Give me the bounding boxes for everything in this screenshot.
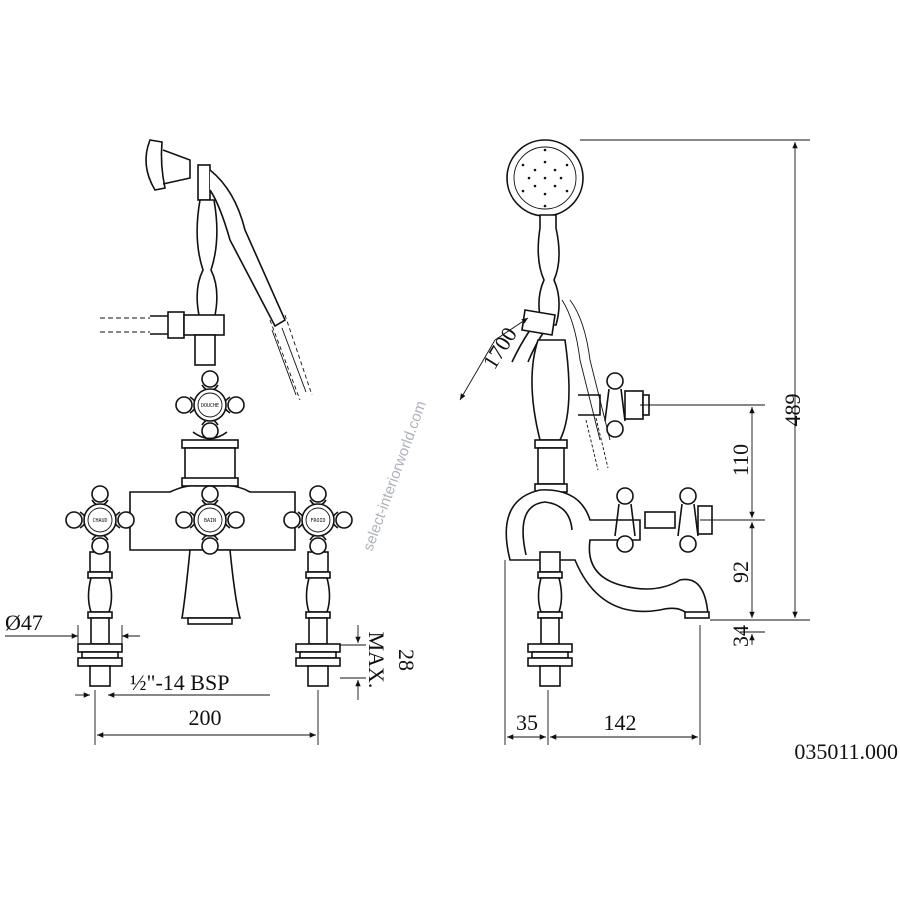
product-code: 035011.000 [794,739,898,764]
spout-reach-label: 142 [604,710,637,735]
side-lower-knob-1 [614,487,636,553]
shower-handle [209,169,287,328]
dimension-diameter: Ø47 [5,610,140,645]
chaud-knob: CHAUD [65,485,135,555]
spout [181,549,242,619]
front-view: DOUCHE CHAUD BAIN FROID Ø47 [5,139,419,745]
diameter-label: Ø47 [5,610,43,635]
dimension-thread: ½"-14 BSP [75,670,270,698]
thread-label: ½"-14 BSP [130,670,229,695]
shower-head [145,139,166,191]
watermark: select-interiorworld.com [360,399,430,554]
dimension-hose-length: 1700 [459,317,529,401]
side-spout [505,489,709,616]
dimension-reach: 35 142 [504,560,701,745]
spout-height-label: 34 [728,625,753,647]
froid-knob: FROID [283,485,353,555]
knob-label-chaud: CHAUD [92,518,107,524]
knob-label-bain: BAIN [204,518,216,524]
dimension-heights: 489 110 92 34 [580,139,810,647]
max-value: 28 [394,649,419,671]
base-offset-label: 35 [516,710,538,735]
upper-height-label: 110 [728,444,753,476]
hose-length-label: 1700 [477,323,522,374]
knob-label-froid: FROID [310,518,325,524]
side-view: 1700 489 110 92 34 [459,139,810,745]
dimension-width: 200 [94,690,319,745]
total-height-label: 489 [780,394,805,427]
knob-label-douche: DOUCHE [201,403,219,409]
bain-knob: BAIN [175,485,245,555]
width-label: 200 [189,705,222,730]
middle-height-label: 92 [728,561,753,583]
dimension-max: MAX. 28 [340,625,419,700]
max-label: MAX. [364,632,389,689]
douche-knob: DOUCHE [175,370,245,440]
